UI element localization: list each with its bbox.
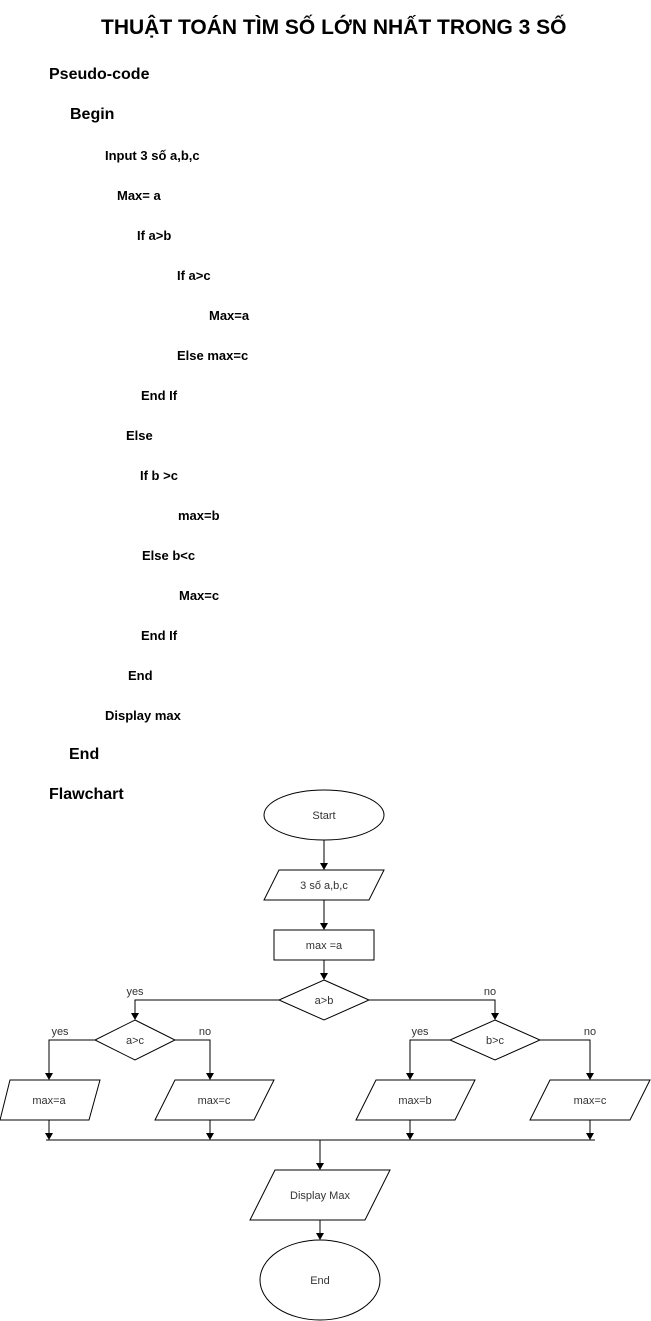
pseudo-if-b-gt-c: If b >c — [140, 468, 178, 483]
svg-text:End: End — [310, 1275, 330, 1287]
pseudo-end-if-1: End If — [141, 388, 178, 403]
pseudo-if-a-gt-b: If a>b — [137, 228, 172, 243]
pseudo-else-b-lt-c: Else b<c — [142, 548, 196, 563]
flow-label-ac-no: no — [199, 1026, 211, 1038]
flow-edge-merge-display — [316, 1140, 324, 1170]
flow-edge-merge-c-left — [206, 1120, 214, 1140]
pseudo-display-max: Display max — [105, 708, 181, 723]
pseudo-max-init: Max= a — [117, 188, 161, 203]
flow-init-node: max =a — [273, 929, 375, 961]
flow-edge-bc-yes — [406, 1039, 450, 1080]
flow-display-node: Display Max — [249, 1169, 391, 1221]
flow-label-ab-yes: yes — [126, 986, 144, 998]
flow-edge-merge-b — [406, 1120, 414, 1140]
flow-output-max-b: max=b — [355, 1079, 476, 1121]
flow-edge-start-input — [320, 840, 328, 870]
flow-output-max-c-left: max=c — [154, 1079, 275, 1121]
pseudo-begin: Begin — [70, 106, 115, 123]
flowchart: Start 3 số a,b,c max =a a>b yes no — [0, 789, 651, 1321]
flow-decision-a-gt-b: a>b — [277, 979, 371, 1021]
pseudo-end: End — [69, 746, 100, 763]
page-title: THUẬT TOÁN TÌM SỐ LỚN NHẤT TRONG 3 SỐ — [101, 16, 567, 39]
flowchart-heading: Flawchart — [49, 786, 124, 803]
pseudo-else-max-c: Else max=c — [177, 348, 249, 363]
flow-edge-display-end — [316, 1220, 324, 1240]
pseudo-max-eq-c: Max=c — [179, 588, 220, 603]
pseudo-else: Else — [126, 428, 153, 443]
flow-edge-ab-no — [369, 999, 499, 1020]
svg-text:3 số a,b,c: 3 số a,b,c — [300, 880, 348, 892]
svg-text:Start: Start — [312, 810, 335, 822]
flow-edge-merge-a — [45, 1120, 53, 1140]
flow-label-bc-no: no — [584, 1026, 596, 1038]
svg-text:max=c: max=c — [198, 1095, 231, 1107]
svg-text:b>c: b>c — [486, 1035, 505, 1047]
flow-start-node: Start — [263, 789, 385, 841]
flow-edge-bc-no — [540, 1039, 594, 1080]
svg-text:max =a: max =a — [306, 940, 343, 952]
pseudo-end-inner: End — [128, 668, 153, 683]
flow-edge-ac-no — [175, 1039, 214, 1080]
svg-text:max=c: max=c — [574, 1095, 607, 1107]
pseudo-if-a-gt-c: If a>c — [177, 268, 211, 283]
pseudo-input: Input 3 số a,b,c — [105, 148, 200, 163]
flow-edge-merge-c-right — [586, 1120, 594, 1140]
flow-edge-input-init — [320, 900, 328, 930]
svg-text:max=a: max=a — [32, 1095, 66, 1107]
svg-text:Display Max: Display Max — [290, 1190, 350, 1202]
svg-text:a>b: a>b — [315, 995, 334, 1007]
flow-edge-ac-yes — [45, 1039, 95, 1080]
flow-input-node: 3 số a,b,c — [263, 869, 385, 901]
flow-output-max-c-right: max=c — [529, 1079, 651, 1121]
flow-label-ab-no: no — [484, 986, 496, 998]
pseudo-code-heading: Pseudo-code — [49, 66, 150, 83]
flow-decision-b-gt-c: b>c — [448, 1019, 542, 1061]
flow-edge-init-cond — [320, 960, 328, 980]
pseudo-end-if-2: End If — [141, 628, 178, 643]
svg-text:max=b: max=b — [398, 1095, 431, 1107]
flow-end-node: End — [259, 1239, 381, 1321]
svg-text:a>c: a>c — [126, 1035, 145, 1047]
flow-decision-a-gt-c: a>c — [93, 1019, 177, 1061]
flow-output-max-a: max=a — [0, 1079, 101, 1121]
pseudo-max-eq-b: max=b — [178, 508, 220, 523]
flow-label-ac-yes: yes — [51, 1026, 69, 1038]
flow-edge-ab-yes — [131, 999, 279, 1020]
pseudo-max-eq-a: Max=a — [209, 308, 250, 323]
flow-label-bc-yes: yes — [411, 1026, 429, 1038]
